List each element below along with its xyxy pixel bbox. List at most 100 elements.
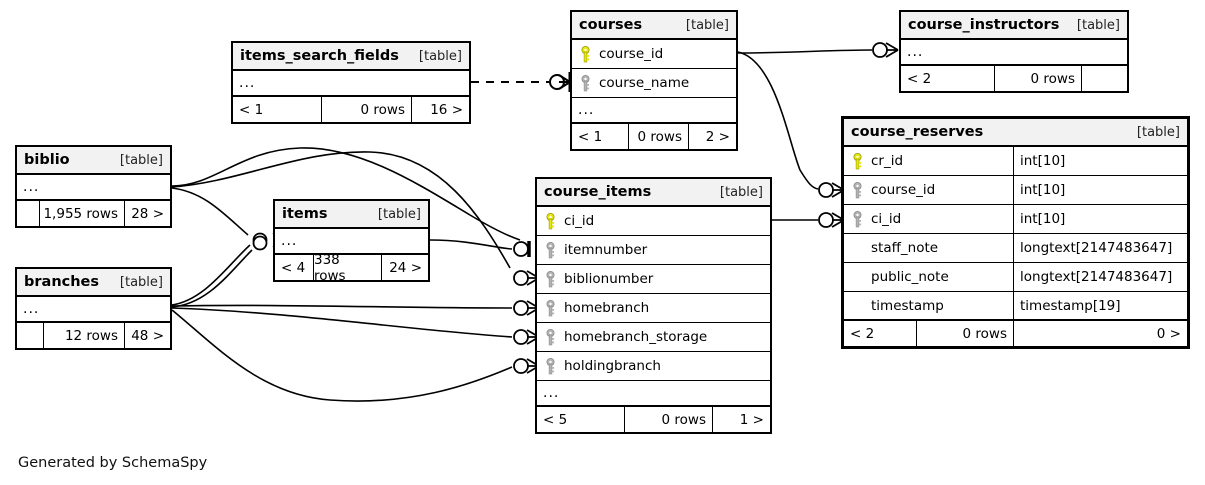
foreign-key-icon bbox=[546, 270, 555, 287]
more-columns-indicator: ... bbox=[275, 229, 428, 255]
table-title: items_search_fields bbox=[240, 48, 399, 64]
table-course-items[interactable]: course_items [table] ci_id bbox=[535, 177, 772, 434]
no-key-spacer bbox=[851, 269, 864, 286]
no-key-spacer bbox=[851, 297, 864, 314]
footer-children: 48 > bbox=[124, 323, 170, 348]
column-name-cell: timestamp bbox=[844, 297, 1013, 314]
column-label: cr_id bbox=[871, 153, 904, 169]
column-row[interactable]: itemnumber bbox=[537, 236, 770, 265]
foreign-key-icon bbox=[853, 181, 862, 198]
table-header: items_search_fields [table] bbox=[233, 43, 469, 71]
column-label: homebranch_storage bbox=[564, 329, 708, 345]
column-type: int[10] bbox=[1013, 205, 1187, 233]
column-name-cell: staff_note bbox=[844, 240, 1013, 257]
table-branches[interactable]: branches [table] ... 12 rows 48 > bbox=[15, 267, 172, 350]
table-header: course_reserves [table] bbox=[844, 119, 1187, 147]
table-title: courses bbox=[579, 17, 643, 33]
edge-branches-course-items-homebranch bbox=[171, 300, 540, 316]
table-footer: < 4 338 rows 24 > bbox=[275, 255, 428, 280]
table-type-tag: [table] bbox=[1136, 124, 1180, 140]
edge-courses-course-reserves bbox=[737, 51, 845, 198]
footer-children: 16 > bbox=[411, 97, 469, 122]
edge-items-course-items-itemnumber bbox=[429, 239, 531, 257]
column-row[interactable]: course_id int[10] bbox=[844, 176, 1187, 205]
column-name-cell: cr_id bbox=[844, 152, 1013, 170]
column-row[interactable]: biblionumber bbox=[537, 265, 770, 294]
table-type-tag: [table] bbox=[119, 152, 163, 168]
column-row[interactable]: cr_id int[10] bbox=[844, 147, 1187, 176]
footer-parents: < 4 bbox=[281, 259, 306, 276]
table-header: course_items [table] bbox=[537, 179, 770, 207]
table-course-reserves[interactable]: course_reserves [table] cr_id int[10] bbox=[841, 116, 1190, 349]
column-label: itemnumber bbox=[564, 242, 648, 258]
column-label: timestamp bbox=[871, 297, 944, 314]
table-type-tag: [table] bbox=[719, 184, 763, 200]
generated-by-caption: Generated by SchemaSpy bbox=[18, 455, 208, 471]
column-row[interactable]: ci_id bbox=[537, 207, 770, 236]
column-row[interactable]: timestamp timestamp[19] bbox=[844, 292, 1187, 321]
no-key-spacer bbox=[851, 240, 864, 257]
column-name-cell: public_note bbox=[844, 269, 1013, 286]
table-title: course_reserves bbox=[851, 124, 984, 140]
table-items[interactable]: items [table] ... < 4 338 rows 24 > bbox=[273, 199, 430, 282]
column-row[interactable]: homebranch bbox=[537, 294, 770, 323]
table-courses[interactable]: courses [table] course_id bbox=[570, 10, 738, 151]
column-row[interactable]: homebranch_storage bbox=[537, 323, 770, 352]
foreign-key-icon bbox=[853, 210, 862, 227]
footer-rowcount: 0 rows bbox=[628, 124, 688, 149]
column-row[interactable]: ci_id int[10] bbox=[844, 205, 1187, 234]
edge-branches-items bbox=[171, 235, 268, 306]
table-footer: < 2 0 rows bbox=[901, 66, 1127, 91]
column-type: longtext[2147483647] bbox=[1013, 234, 1187, 262]
foreign-key-icon bbox=[546, 241, 555, 258]
more-columns-indicator: ... bbox=[572, 98, 736, 124]
edge-course-items-course-reserves bbox=[772, 212, 845, 228]
edge-biblio-items-connector bbox=[171, 187, 287, 248]
column-name-cell: course_name bbox=[572, 74, 736, 92]
edge-items-search-fields-courses bbox=[471, 72, 572, 92]
table-biblio[interactable]: biblio [table] ... 1,955 rows 28 > bbox=[15, 145, 172, 228]
footer-parents bbox=[17, 323, 43, 348]
column-row[interactable]: staff_note longtext[2147483647] bbox=[844, 234, 1187, 263]
column-row[interactable]: public_note longtext[2147483647] bbox=[844, 263, 1187, 292]
footer-rowcount: 0 rows bbox=[916, 321, 1013, 346]
table-title: branches bbox=[24, 274, 100, 290]
column-label: staff_note bbox=[871, 240, 939, 256]
column-row[interactable]: course_id bbox=[572, 40, 736, 69]
footer-parents bbox=[17, 201, 39, 226]
column-name-cell: ci_id bbox=[844, 210, 1013, 228]
column-name-cell: biblionumber bbox=[537, 270, 770, 288]
footer-parents: < 1 bbox=[239, 101, 264, 118]
footer-rowcount: 1,955 rows bbox=[39, 201, 124, 226]
footer-children: 2 > bbox=[688, 124, 736, 149]
table-title: biblio bbox=[24, 152, 70, 168]
column-label: public_note bbox=[871, 269, 949, 285]
more-columns-indicator: ... bbox=[17, 297, 170, 323]
more-columns-indicator: ... bbox=[233, 71, 469, 97]
column-name-cell: homebranch bbox=[537, 299, 770, 317]
foreign-key-icon bbox=[546, 328, 555, 345]
primary-key-icon bbox=[546, 212, 555, 229]
column-label: course_id bbox=[599, 46, 664, 62]
foreign-key-icon bbox=[546, 357, 555, 374]
column-row[interactable]: holdingbranch bbox=[537, 352, 770, 381]
table-type-tag: [table] bbox=[1076, 17, 1120, 33]
more-columns-indicator: ... bbox=[537, 381, 770, 407]
footer-rowcount: 0 rows bbox=[624, 407, 712, 432]
table-items-search-fields[interactable]: items_search_fields [table] ... < 1 0 ro… bbox=[231, 41, 471, 124]
primary-key-icon bbox=[853, 152, 862, 169]
column-name-cell: course_id bbox=[572, 45, 736, 63]
column-row[interactable]: course_name bbox=[572, 69, 736, 98]
column-label: biblionumber bbox=[564, 271, 654, 287]
table-header: courses [table] bbox=[572, 12, 736, 40]
footer-children: 24 > bbox=[381, 255, 428, 280]
column-label: course_name bbox=[599, 75, 690, 91]
table-header: biblio [table] bbox=[17, 147, 170, 175]
table-course-instructors[interactable]: course_instructors [table] ... < 2 0 row… bbox=[899, 10, 1129, 93]
foreign-key-icon bbox=[581, 74, 590, 91]
footer-children: 28 > bbox=[124, 201, 170, 226]
column-label: holdingbranch bbox=[564, 358, 661, 374]
table-footer: < 5 0 rows 1 > bbox=[537, 407, 770, 432]
table-footer: 12 rows 48 > bbox=[17, 323, 170, 348]
